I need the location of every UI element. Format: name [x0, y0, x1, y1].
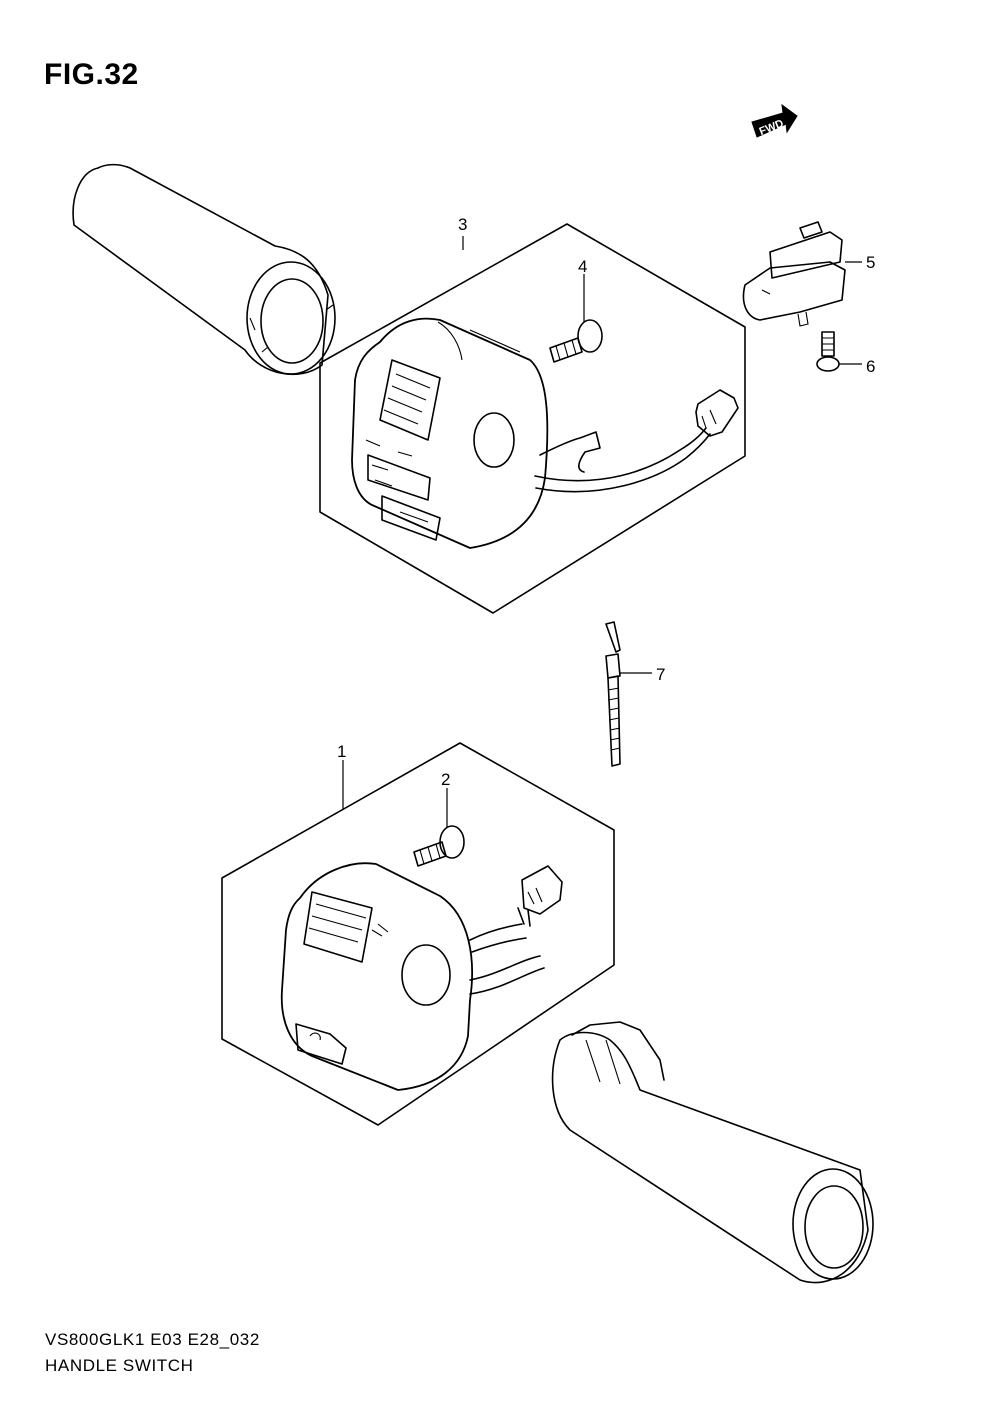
group-box-1: [221, 742, 615, 1126]
model-code: VS800GLK1 E03 E28_032: [45, 1330, 260, 1349]
lever-switch-screw: [816, 331, 840, 372]
group-box-3: [319, 223, 746, 614]
callout-3: 3: [458, 215, 467, 234]
section-name: HANDLE SWITCH: [45, 1356, 194, 1375]
clutch-lever-switch: [742, 221, 846, 327]
callout-1: 1: [337, 742, 346, 761]
left-handle-switch: [280, 862, 563, 1091]
left-hand-grip: [551, 1021, 874, 1284]
callout-5: 5: [866, 253, 875, 272]
figure-title: FIG.32: [44, 58, 139, 91]
cable-tie: [605, 621, 621, 767]
fwd-arrow-icon: FWD: [751, 103, 798, 138]
callout-6: 6: [866, 357, 875, 376]
callout-4: 4: [578, 257, 587, 276]
left-switch-screw: [413, 825, 465, 867]
callout-7: 7: [656, 665, 665, 684]
right-switch-screw: [549, 319, 603, 363]
callout-2: 2: [441, 770, 450, 789]
right-handle-switch: [351, 317, 739, 549]
right-hand-grip: [72, 163, 336, 376]
